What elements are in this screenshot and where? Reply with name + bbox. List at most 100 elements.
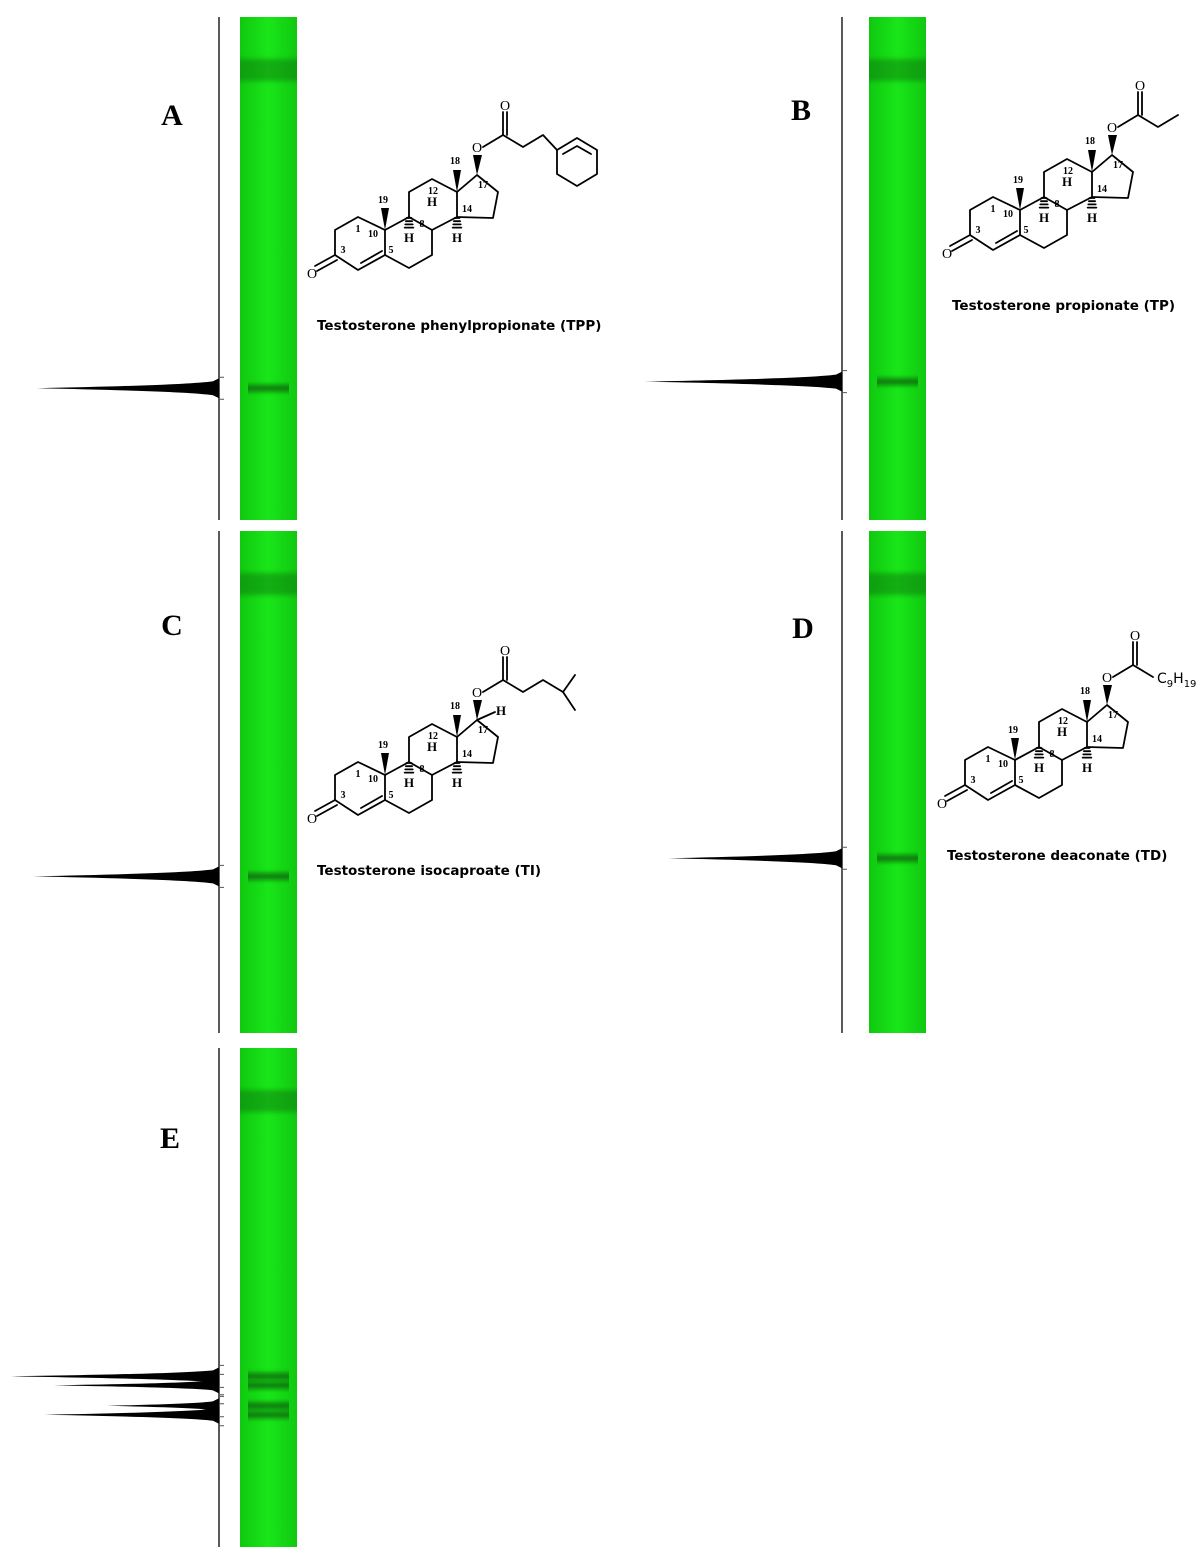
o17-wedge bbox=[473, 700, 482, 720]
carbonyl-oxygen-label: O bbox=[500, 644, 510, 659]
methyl-19-wedge bbox=[1016, 188, 1024, 210]
position-number: 19 bbox=[378, 740, 388, 751]
decyl-h-sub: 19 bbox=[1184, 679, 1197, 690]
methyl-19-wedge bbox=[381, 753, 389, 775]
tlc-plate bbox=[240, 17, 297, 520]
position-number: 17 bbox=[1108, 710, 1118, 721]
methyl-18-wedge bbox=[1088, 150, 1096, 172]
position-number: 3 bbox=[341, 245, 346, 256]
hydrogen-label: H bbox=[1034, 760, 1044, 775]
peak-tick bbox=[220, 1364, 224, 1388]
peak-tick bbox=[843, 846, 847, 870]
o17-wedge bbox=[1103, 685, 1112, 705]
hydrogen-label: H bbox=[1082, 760, 1092, 775]
compound-caption: Testosterone isocaproate (TI) bbox=[317, 863, 541, 879]
position-number: 17 bbox=[1113, 160, 1123, 171]
densitogram-peak bbox=[37, 378, 219, 399]
acyl-branch bbox=[562, 691, 576, 711]
oxygen-label: O bbox=[307, 267, 317, 282]
densitogram-peak bbox=[54, 1377, 219, 1394]
oxygen-label: O bbox=[937, 797, 947, 812]
position-number: 17 bbox=[478, 725, 488, 736]
position-number: 12 bbox=[428, 186, 438, 197]
tlc-plate bbox=[869, 531, 926, 1033]
ester-oxygen-label: O bbox=[1102, 671, 1112, 686]
acyl-chain bbox=[1117, 114, 1179, 128]
methyl-18-wedge bbox=[453, 170, 461, 192]
ester-oxygen-label: O bbox=[1107, 121, 1117, 136]
hydrogen-label: H bbox=[452, 230, 462, 245]
decyl-c: C bbox=[1157, 671, 1167, 687]
position-number: 12 bbox=[428, 731, 438, 742]
double-bond bbox=[995, 230, 1018, 244]
peak-tick bbox=[843, 370, 847, 394]
position-number: 3 bbox=[971, 775, 976, 786]
peak-tick bbox=[220, 1403, 224, 1427]
tlc-band bbox=[248, 384, 289, 392]
peak-tick bbox=[220, 376, 224, 400]
ring-c bbox=[408, 723, 458, 776]
carbonyl-oxygen-label: O bbox=[1135, 79, 1145, 94]
position-number: 10 bbox=[368, 774, 378, 785]
position-number: 10 bbox=[368, 229, 378, 240]
tlc-plate bbox=[240, 1048, 297, 1547]
o17-wedge bbox=[1108, 135, 1117, 155]
phenyl-inner bbox=[562, 145, 592, 155]
acyl-chain bbox=[482, 674, 576, 693]
hydrogen-label: H bbox=[1057, 724, 1067, 739]
acyl-chain bbox=[1112, 664, 1154, 678]
ring-d bbox=[456, 174, 499, 219]
keto-bond bbox=[944, 784, 966, 797]
methyl-18-wedge bbox=[453, 715, 461, 737]
keto-bond bbox=[949, 234, 971, 247]
keto-bond bbox=[314, 799, 336, 812]
hydrogen-label: H bbox=[496, 703, 506, 718]
position-number: 5 bbox=[389, 245, 394, 256]
hydrogen-label: H bbox=[404, 230, 414, 245]
o17-wedge bbox=[473, 155, 482, 175]
carbonyl-oxygen-label: O bbox=[1130, 629, 1140, 644]
panel-letter: B bbox=[791, 94, 811, 127]
ring-c bbox=[1043, 158, 1093, 211]
solvent-front bbox=[240, 1090, 297, 1112]
double-bond bbox=[360, 795, 383, 809]
decyl-c-sub: 9 bbox=[1167, 679, 1173, 690]
position-number: 1 bbox=[986, 754, 991, 765]
densitogram-peak bbox=[33, 866, 219, 887]
decyl-chain-label: C9H19 bbox=[1157, 671, 1196, 690]
ring-b bbox=[384, 216, 433, 269]
panel-letter: E bbox=[160, 1122, 180, 1155]
ring-d bbox=[1091, 154, 1134, 199]
compound-caption: Testosterone deaconate (TD) bbox=[947, 848, 1167, 864]
position-number: 5 bbox=[1019, 775, 1024, 786]
densitogram-peak bbox=[644, 371, 842, 392]
position-number: 8 bbox=[1050, 749, 1055, 760]
tlc-band bbox=[877, 854, 918, 862]
tlc-band bbox=[248, 1372, 289, 1380]
hydrogen-label: H bbox=[1087, 210, 1097, 225]
ring-b bbox=[1014, 746, 1063, 799]
keto-bond-double bbox=[316, 259, 338, 272]
position-number: 3 bbox=[976, 225, 981, 236]
phenyl-ring bbox=[556, 137, 598, 187]
densitogram-peak bbox=[11, 1367, 219, 1386]
tlc-band bbox=[248, 1381, 289, 1389]
ring-d bbox=[456, 719, 499, 764]
position-number: 18 bbox=[450, 156, 460, 167]
hydrogen-label: H bbox=[427, 194, 437, 209]
panel-letter: D bbox=[792, 612, 814, 645]
compound-caption: Testosterone propionate (TP) bbox=[952, 298, 1175, 314]
ring-d bbox=[1086, 704, 1129, 749]
tlc-band bbox=[248, 1402, 289, 1410]
densitogram-peak bbox=[45, 1405, 219, 1424]
position-number: 12 bbox=[1058, 716, 1068, 727]
position-number: 14 bbox=[1097, 184, 1107, 195]
position-number: 8 bbox=[420, 764, 425, 775]
position-number: 18 bbox=[450, 701, 460, 712]
position-number: 19 bbox=[1013, 175, 1023, 186]
